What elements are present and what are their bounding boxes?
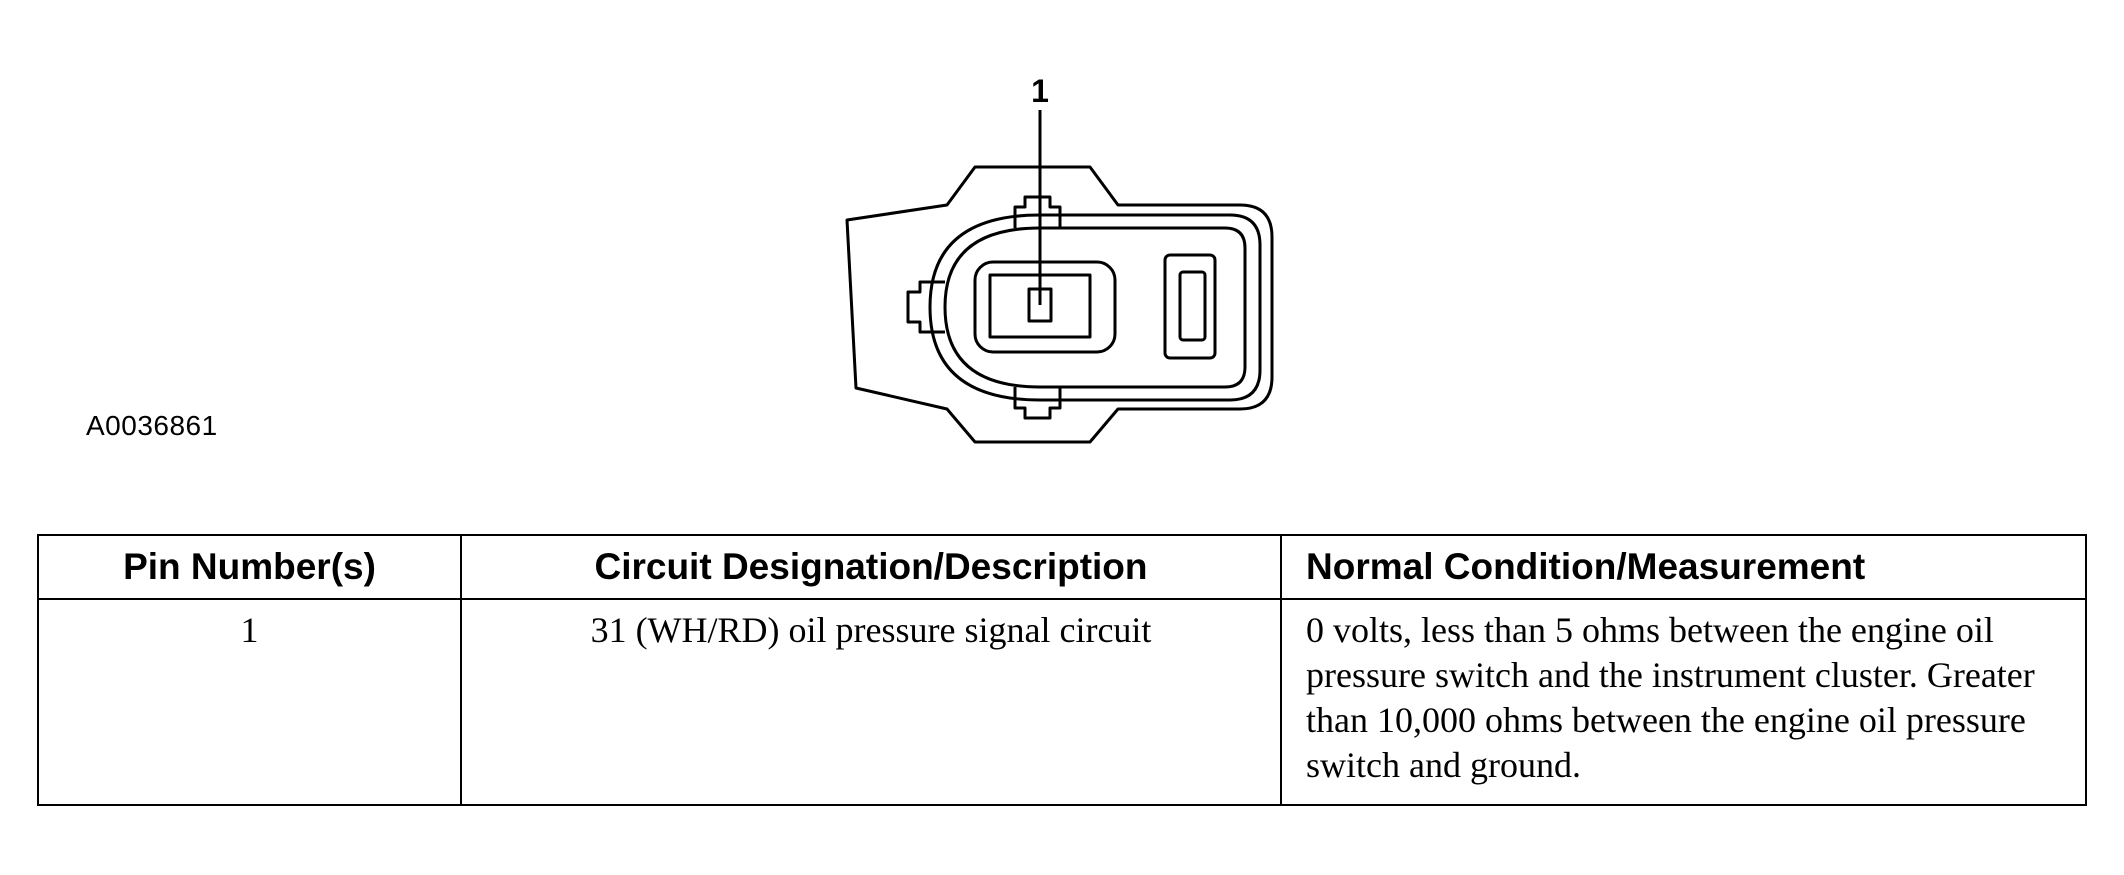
top-locking-tab [1013, 195, 1062, 228]
figure-id: A0036861 [86, 410, 218, 441]
connector-diagram: 1 [845, 73, 1274, 444]
header-circuit-designation: Circuit Designation/Description [460, 534, 1282, 600]
cell-circuit: 31 (WH/RD) oil pressure signal circuit [460, 598, 1282, 806]
left-locking-tab [906, 280, 945, 334]
terminal-pocket-outer [973, 260, 1117, 354]
connector-housing [845, 165, 1274, 444]
right-latch [1163, 253, 1217, 360]
header-normal-condition: Normal Condition/Measurement [1280, 534, 2087, 600]
cell-pin: 1 [37, 598, 462, 806]
pin-1-callout-label: 1 [1031, 73, 1049, 109]
cell-condition: 0 volts, less than 5 ohms between the en… [1280, 598, 2087, 806]
right-latch-inner [1178, 270, 1207, 342]
pin-table: Pin Number(s) Circuit Designation/Descri… [37, 534, 2087, 806]
connector-guide-rail [928, 213, 1262, 402]
table-row: 1 31 (WH/RD) oil pressure signal circuit… [37, 598, 2087, 806]
header-pin-numbers: Pin Number(s) [37, 534, 462, 600]
table-header-row: Pin Number(s) Circuit Designation/Descri… [37, 534, 2087, 600]
connector-cavity [943, 226, 1247, 389]
bottom-locking-tab [1013, 387, 1062, 420]
